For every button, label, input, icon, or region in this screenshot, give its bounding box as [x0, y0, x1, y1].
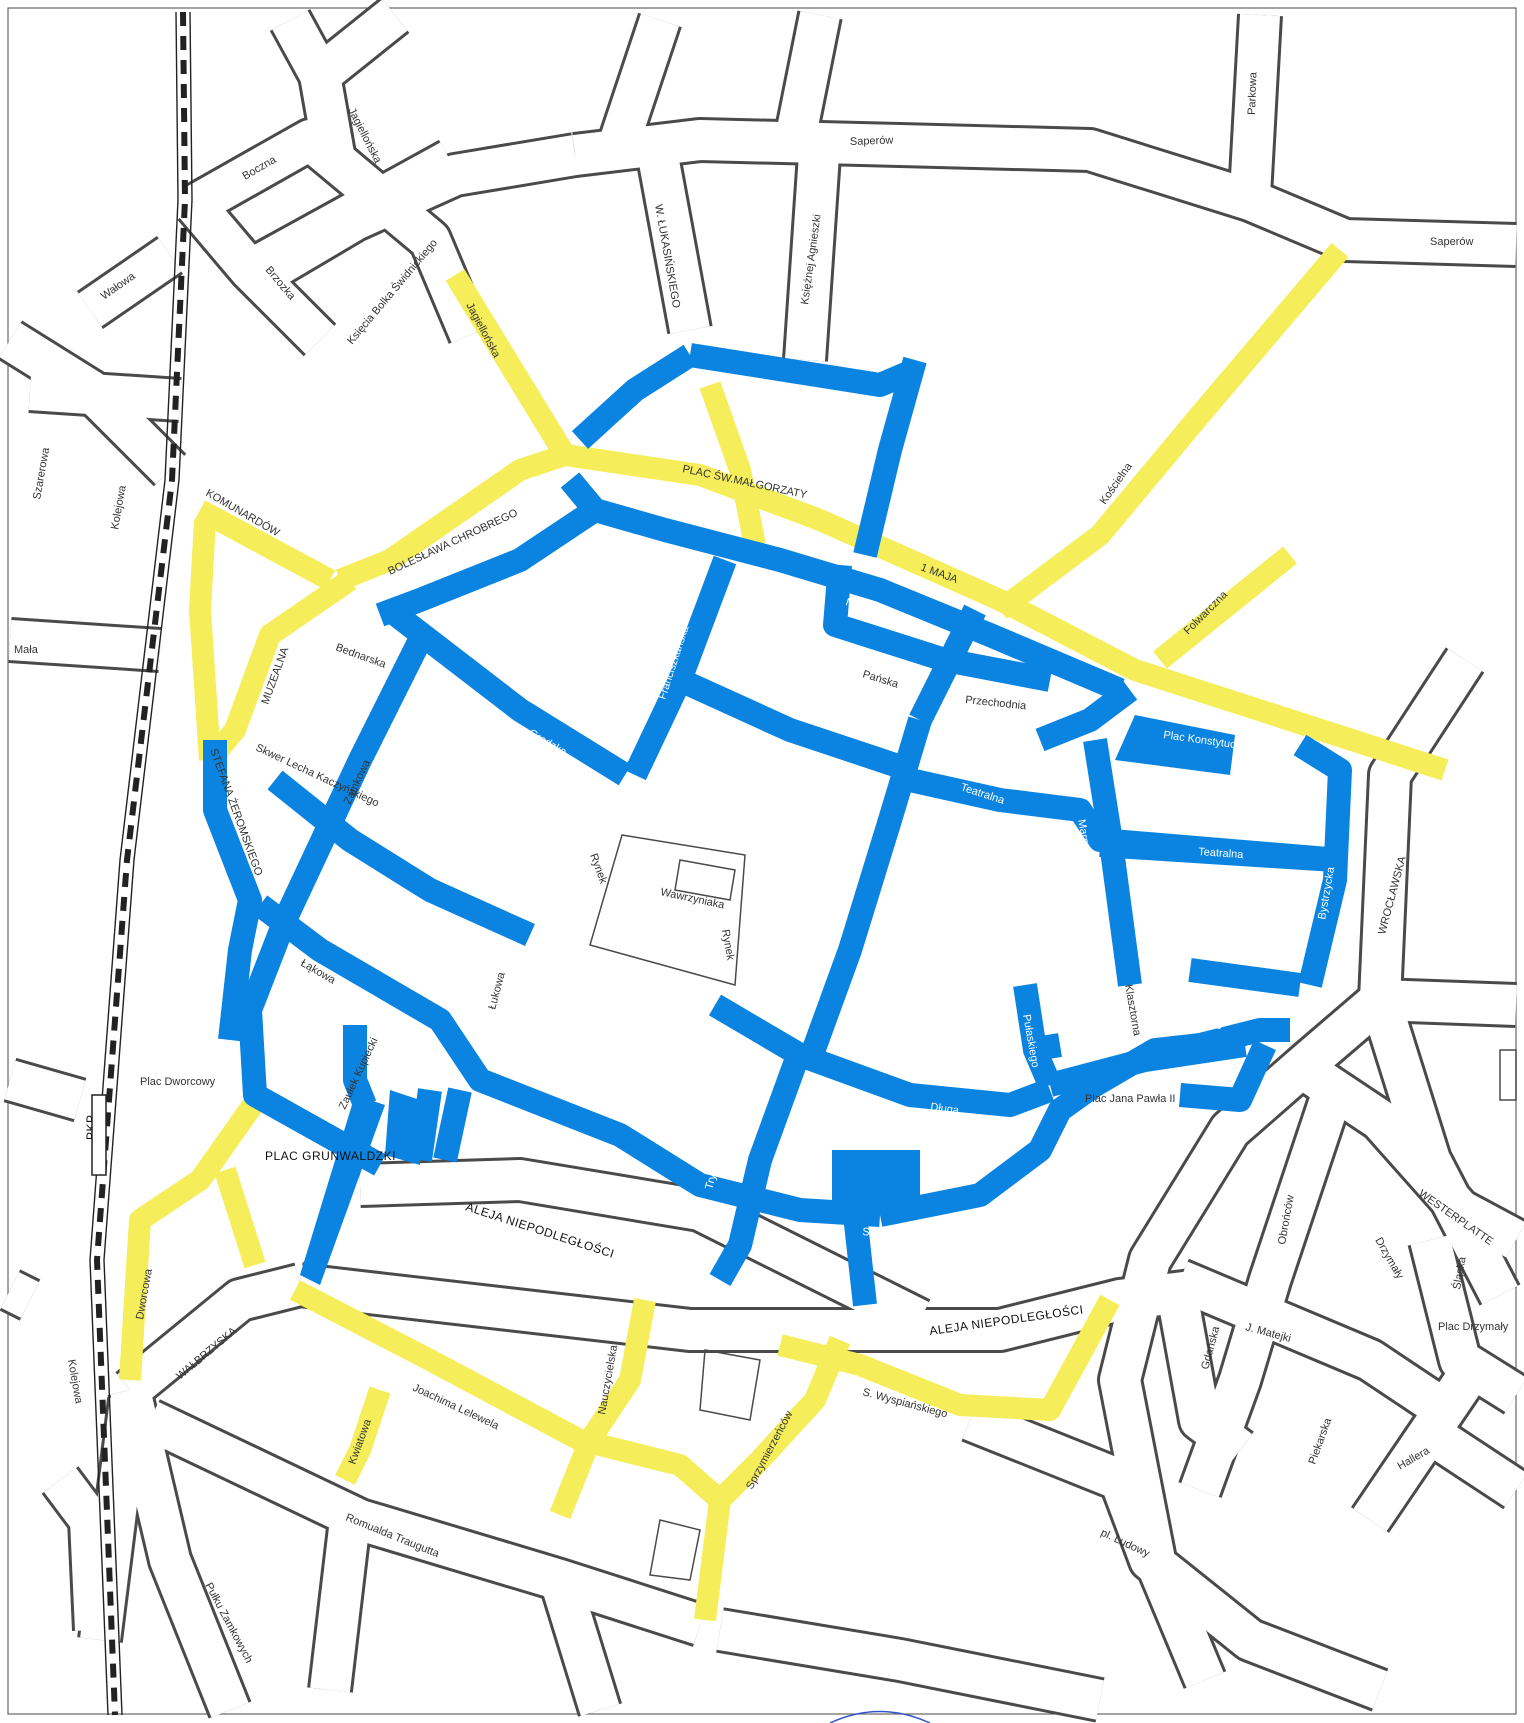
label-slaska: Śląska: [1450, 1255, 1469, 1291]
label-teatralna2: Teatralna: [1198, 846, 1245, 861]
label-plac-dworcowy: Plac Dworcowy: [140, 1076, 216, 1088]
label-plac-drzymaly: Plac Drzymały: [1438, 1321, 1509, 1333]
label-saperow: Saperów: [850, 134, 894, 148]
label-saperow2: Saperów: [1430, 236, 1473, 248]
label-mala: Mała: [14, 644, 39, 656]
label-plac-jp2: Plac Jana Pawła II: [1085, 1093, 1176, 1105]
label-dluga2: Długa: [1198, 1016, 1229, 1033]
market-square-blocks: [589, 834, 1517, 1581]
label-rynek2: Rynek: [719, 928, 736, 961]
pedestrian-plazas: [300, 715, 1235, 1285]
label-spoldzielcza: Spółdzielcza: [862, 1226, 925, 1243]
label-dluga: Długa: [930, 1101, 961, 1117]
pedestrian-zone-streets: [203, 343, 1352, 1307]
pkp-station-icon: [91, 1094, 107, 1176]
stamp-edge: [829, 1710, 931, 1723]
label-plac-grunwaldzki: PLAC GRUNWALDZKI: [265, 1149, 396, 1163]
railway: [89, 11, 193, 1716]
label-parkowa: Parkowa: [1246, 71, 1260, 115]
